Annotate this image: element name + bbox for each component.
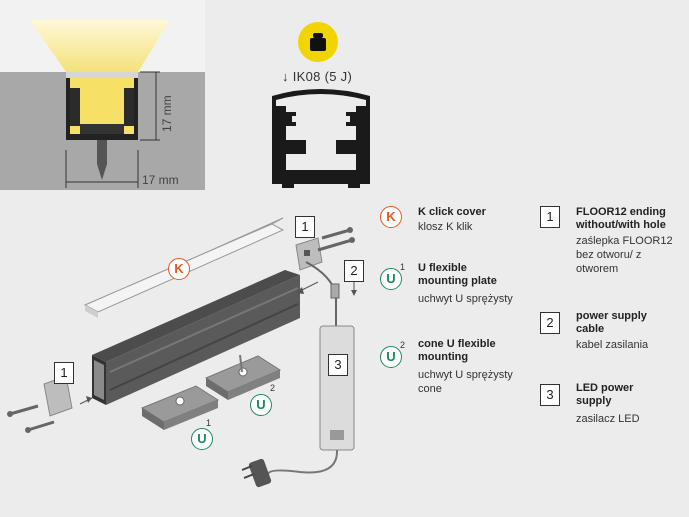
end-cap-marker: 1 <box>295 216 315 238</box>
weight-icon <box>310 33 326 51</box>
floor-left <box>0 72 66 190</box>
legend-2-title: power supply cable <box>576 310 647 335</box>
legend-1-title: FLOOR12 ending without/with hole <box>576 206 666 231</box>
legend-3-marker: 3 <box>540 384 560 406</box>
aluminium-profile <box>92 270 300 405</box>
legend-1-subtitle: zaślepka FLOOR12 bez otworu/ z otworem <box>576 235 673 275</box>
cross-section-panel: 17 mm 17 mm <box>0 0 205 190</box>
legend-u1-subtitle: uchwyt U sprężysty <box>418 293 513 305</box>
legend-k-title: K click cover <box>418 206 486 218</box>
width-dimension-label: 17 mm <box>142 173 179 187</box>
legend-u2-subtitle: uchwyt U sprężysty cone <box>418 369 513 395</box>
legend-u1-marker: U <box>380 268 402 290</box>
end-cap-without-hole <box>7 375 93 433</box>
legend-u2-title: cone U flexible mounting <box>418 338 496 363</box>
impact-rating-label: ↓ IK08 (5 J) <box>282 69 353 84</box>
plug <box>241 458 272 488</box>
end-cap-left-marker: 1 <box>54 362 74 384</box>
u1-sup: 1 <box>206 418 212 428</box>
legend-2-marker: 2 <box>540 312 560 334</box>
u1-marker: U <box>191 428 213 450</box>
impact-badge <box>298 22 338 62</box>
legend-3-title: LED power supply <box>576 382 634 407</box>
down-arrow-icon: ↓ <box>282 69 293 84</box>
k-marker: K <box>168 258 190 280</box>
legend-3-subtitle: zasilacz LED <box>576 413 640 425</box>
cross-section-drawing <box>0 0 205 190</box>
profile-section <box>272 89 370 188</box>
u2-sup: 2 <box>270 383 276 393</box>
legend-u2-sup: 2 <box>400 340 406 350</box>
legend-u1-title: U flexible mounting plate <box>418 262 497 287</box>
legend-k-marker: K <box>380 206 402 228</box>
u2-marker: U <box>250 394 272 416</box>
height-dimension-label: 17 mm <box>160 95 174 132</box>
led-power-supply <box>319 325 355 451</box>
legend-k-subtitle: klosz K klik <box>418 221 473 233</box>
legend-u1-sup: 1 <box>400 262 406 272</box>
power-supply-cable <box>305 261 337 306</box>
legend-1-marker: 1 <box>540 206 560 228</box>
u-cone-mounting <box>204 354 282 400</box>
light-beam <box>30 20 170 72</box>
legend-2-subtitle: kabel zasilania <box>576 339 649 351</box>
floor-right <box>138 72 205 190</box>
legend-u2-marker: U <box>380 346 402 368</box>
power-supply-marker: 3 <box>328 354 348 376</box>
cable-marker: 2 <box>344 260 364 282</box>
